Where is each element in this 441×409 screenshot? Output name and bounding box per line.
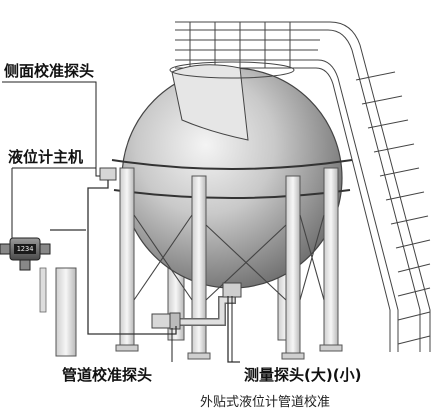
bottom-pipe: [151, 282, 242, 330]
host-label: 液位计主机: [8, 148, 84, 166]
measure-probe: [222, 282, 242, 298]
ladder-structure: [175, 21, 431, 352]
host-unit: [0, 237, 51, 271]
equator-band: [111, 159, 353, 170]
host-display: 1234: [14, 244, 36, 254]
tank-hatch: [171, 64, 249, 141]
tank-top-ring: [169, 61, 295, 79]
lower-band: [113, 189, 351, 199]
cross-bracing: [133, 214, 325, 301]
host-pole: [39, 267, 77, 357]
pipe-probe: [169, 312, 181, 330]
pipe-probe-label: 管道校准探头: [62, 366, 153, 384]
signal-cables: [50, 180, 240, 363]
side-probe: [99, 167, 117, 181]
side-probe-label: 侧面校准探头: [4, 62, 95, 80]
measure-probe-label: 测量探头(大)(小): [244, 366, 362, 384]
caption: 外贴式液位计管道校准: [200, 395, 331, 409]
leader-lines: [2, 81, 233, 362]
leg-bases: [115, 344, 343, 360]
